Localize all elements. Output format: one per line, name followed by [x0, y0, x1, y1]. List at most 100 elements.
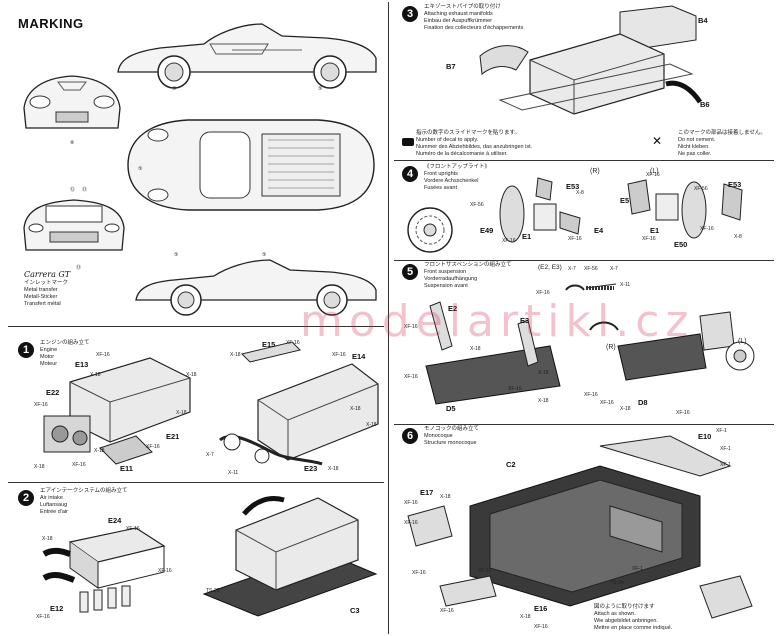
step-3-part-b7: B7 [446, 62, 456, 71]
step-5-side-left: (L) [738, 338, 747, 345]
divider-step4-top [394, 160, 774, 161]
step-1-paint-label: XF-16 [72, 462, 86, 468]
step-3-cement-note-en: Do not cement. [678, 137, 716, 143]
car-rear-view [23, 199, 125, 251]
step-6-attach-note-jp: 図のように取り付けます [594, 604, 655, 610]
step-3-decal-note-en: Number of decal to apply. [416, 137, 479, 143]
step-6-attach-note: 図のように取り付けます Attach as shown. Wie abgebil… [594, 604, 672, 632]
step-2-number: 2 [18, 490, 34, 506]
divider-step5-top [394, 260, 774, 261]
step-4-paint-label: X-8 [734, 234, 742, 240]
step-6-line-fr: Structure monocoque [424, 440, 477, 446]
step-3-line-de: Einbau der Auspuffkrümmer [424, 18, 493, 24]
step-6-paint-label: XF-1 [632, 566, 643, 572]
step-6-paint-label: X-18 [520, 614, 531, 620]
step-1-paint-label: X-7 [206, 452, 214, 458]
step-6-paint-label: XF-16 [478, 568, 492, 574]
step-4-heading: 《フロントアップライト》 Front uprights Vordere Achs… [424, 164, 490, 192]
step-3-line-en: Attaching exhaust manifolds [424, 11, 493, 17]
callout-13-a: ⑬ [82, 187, 88, 193]
step-1-line-fr: Moteur [40, 361, 58, 367]
step-6-line-en: Monocoque [424, 433, 453, 439]
callout-6-front: ⑥ [70, 140, 75, 146]
step-3-cement-note-de: Nicht kleben. [678, 144, 710, 150]
divider-step2-top [8, 482, 384, 483]
step-1-part-e14: E14 [352, 352, 366, 361]
step-1-paint-label: X-18 [34, 464, 45, 470]
do-not-cement-icon: ✕ [652, 134, 663, 148]
step-4-part-e1-left: E1 [650, 226, 660, 235]
step-4-paint-label: XF-16 [568, 236, 582, 242]
step-6-part-e10: E10 [698, 432, 712, 441]
step-2-heading: エアインテークシステムの組み立て Air intake Luftansaug E… [40, 488, 128, 516]
step-6-number: 6 [402, 428, 418, 444]
step-4-paint-label: XF-16 [642, 236, 656, 242]
step-4-paint-label: XF-16 [502, 238, 516, 244]
step-1-paint-label: X-18 [94, 448, 105, 454]
step-2-line-jp: エアインテークシステムの組み立て [40, 488, 128, 494]
step-3-part-b6: B6 [700, 100, 710, 109]
step-1-part-e15: E15 [262, 340, 276, 349]
step-6-part-c2: C2 [506, 460, 516, 469]
metal-transfer-legend: インレットマーク Metal transfer Metall-Sticker T… [24, 280, 68, 308]
car-top-view [127, 119, 375, 211]
car-side-view-top [117, 23, 377, 89]
step-2-line-en: Air intake [40, 495, 63, 501]
step-5-paint-label: XF-16 [404, 374, 418, 380]
step-6-heading: モノコックの組み立て Monocoque Structure monocoque [424, 426, 479, 447]
step-4-paint-label: XF-56 [694, 186, 708, 192]
metal-transfer-line-en: Metal transfer [24, 287, 58, 293]
step-4-number: 4 [402, 166, 418, 182]
callout-5-b: ⑤ [318, 86, 323, 92]
step-1-engine-block-drawing [43, 357, 191, 465]
step-1-engine-assembly-drawing [219, 341, 379, 466]
step-5-part-e2: E2 [448, 304, 458, 313]
step-4-part-e53: E53 [566, 182, 580, 191]
step-4-part-e5: E5 [620, 196, 630, 205]
step-4-paint-label: XF-16 [646, 172, 660, 178]
step-1-paint-label: X-18 [366, 422, 377, 428]
step-5-part-e3: E3 [520, 316, 530, 325]
step-5-line-fr: Suspension avant [424, 283, 468, 289]
step-3-line-fr: Fixation des collecteurs d'échappements [424, 25, 524, 31]
step-5-paint-label: X-18 [538, 370, 549, 376]
divider-step1-top [8, 326, 384, 327]
step-4-upright-right-drawing [407, 177, 581, 253]
page-center-divider [388, 2, 389, 634]
step-3-decal-note-de: Nummer des Abziehbildes, das anzubringen… [416, 144, 533, 150]
step-5-paint-label: X-18 [538, 398, 549, 404]
step-6-attach-note-en: Attach as shown. [594, 611, 636, 617]
step-1-paint-label: X-18 [176, 410, 187, 416]
step-3-cement-note: このマークの部品は接着しません。 Do not cement. Nicht kl… [678, 130, 766, 158]
callout-5-c: ⑤ [174, 252, 179, 258]
step-2-paint-label: XF-16 [126, 526, 140, 532]
step-3-decal-note-fr: Numéro de la décalcomanie à utiliser. [416, 151, 508, 157]
step-3-decal-note-jp: 指示の数字のスライドマークを貼ります。 [416, 130, 520, 136]
step-4-line-jp: 《フロントアップライト》 [424, 164, 491, 170]
step-1-part-e11: E11 [120, 464, 133, 473]
step-4-part-e50: E50 [674, 240, 688, 249]
step-6-paint-label: XF-1 [720, 462, 731, 468]
step-4-part-e49: E49 [480, 226, 494, 235]
step-5-line-jp: フロントサスペンションの組み立て [424, 262, 512, 268]
callout-5-top: ⑤ [138, 166, 143, 172]
step-5-paint-label: XF-16 [600, 400, 614, 406]
step-6-paint-label: TS-29 [610, 580, 624, 586]
step-1-paint-label: X-18 [186, 372, 197, 378]
step-2-line-de: Luftansaug [40, 502, 68, 508]
step-6-paint-label: XF-16 [404, 500, 418, 506]
step-4-paint-label: X-8 [576, 190, 584, 196]
step-1-part-e13: E13 [75, 360, 89, 369]
step-2-part-c3: C3 [350, 606, 360, 615]
step-5-line-en: Front suspension [424, 269, 467, 275]
callout-5-d: ⑤ [262, 252, 267, 258]
step-4-line-de: Vordere Achsschenkel [424, 178, 479, 184]
metal-transfer-line-de: Metall-Sticker [24, 294, 58, 300]
step-6-monocoque-drawing [407, 435, 753, 619]
step-1-paint-label: X-11 [228, 470, 239, 476]
step-4-part-e1: E1 [522, 232, 532, 241]
step-5-paint-label: X-7 [610, 266, 618, 272]
step-1-number: 1 [18, 342, 34, 358]
step-6-attach-note-de: Wie abgebildet anbringen. [594, 618, 658, 624]
step-3-number: 3 [402, 6, 418, 22]
